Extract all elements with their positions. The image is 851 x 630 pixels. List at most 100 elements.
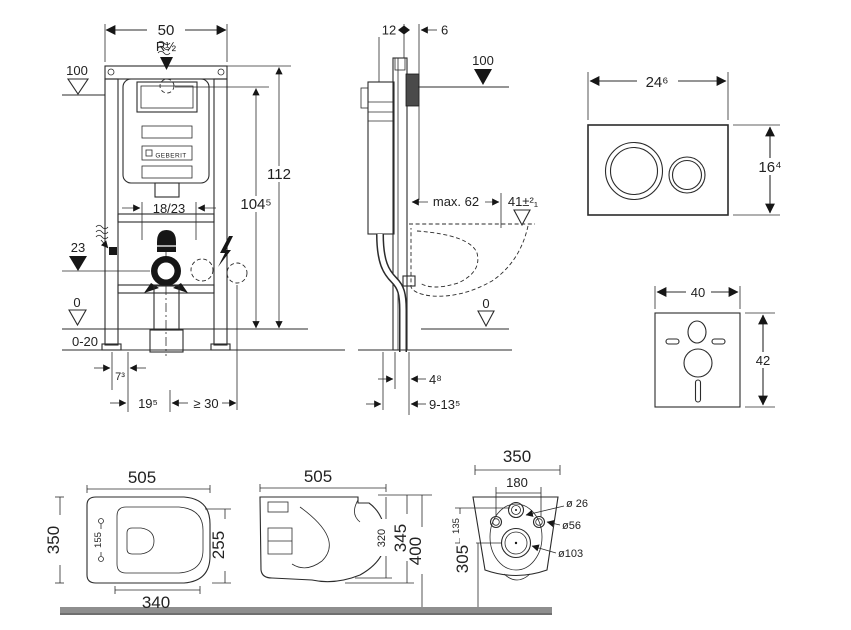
brand-label: GEBERIT bbox=[155, 153, 186, 160]
dim-diameter-small: ø 26 bbox=[566, 498, 588, 510]
brand-checkbox-icon bbox=[145, 149, 153, 157]
screw-icon bbox=[107, 68, 115, 76]
pan-mount-cutout2 bbox=[267, 527, 293, 555]
dim-max-depth: max. 62 bbox=[433, 194, 479, 209]
dim-bg bbox=[379, 519, 392, 556]
pad-top-hole bbox=[687, 320, 707, 344]
fixing-hole-right-inner bbox=[535, 518, 543, 526]
level-marker-open-icon bbox=[477, 310, 495, 328]
dim-v-outlet: 305 bbox=[453, 545, 472, 573]
dim-bg bbox=[237, 196, 275, 212]
wall-mount-plate bbox=[405, 73, 420, 107]
outlet-wing bbox=[173, 283, 188, 293]
dim-frame-height: 112 bbox=[267, 166, 291, 183]
dim-diamond-icon bbox=[398, 25, 410, 35]
dim-bg bbox=[263, 166, 296, 182]
flush-pipe-inner bbox=[377, 233, 406, 352]
dim-foot-depth: 4⁸ bbox=[429, 372, 442, 387]
flush-button-large-inner bbox=[609, 146, 659, 196]
dim-supply-thread: R½ bbox=[156, 39, 176, 54]
dim-bg bbox=[95, 529, 107, 552]
flush-bend-tab bbox=[154, 182, 180, 198]
dim-diameter-large: ø103 bbox=[558, 548, 583, 560]
leader-line bbox=[525, 505, 565, 517]
dim-pad-width: 40 bbox=[691, 285, 705, 300]
dim-bg bbox=[453, 514, 466, 538]
cistern-service-inner bbox=[140, 85, 194, 109]
dim-drain-center: 19⁵ bbox=[138, 396, 158, 411]
dim-pad-height: 42 bbox=[756, 353, 770, 368]
frame-mid-crossbar bbox=[117, 213, 215, 223]
pan-outline-dashed bbox=[410, 225, 529, 297]
flush-plate-view: 24⁶ 16⁴ bbox=[587, 72, 789, 216]
dim-bg bbox=[147, 22, 185, 38]
pad-slot bbox=[665, 338, 680, 345]
pan-bowl-dashed bbox=[416, 230, 479, 288]
floor-bar-shadow bbox=[60, 613, 552, 615]
outlet-ring-bore bbox=[157, 262, 175, 280]
level-zero-label: 0 bbox=[482, 296, 489, 311]
dim-bracket-span: 18/23 bbox=[153, 201, 186, 216]
dim-bg bbox=[51, 515, 68, 565]
inlet-hole-center bbox=[515, 509, 517, 511]
inlet-connector bbox=[157, 230, 176, 252]
level-marker-open-icon bbox=[513, 209, 531, 227]
sound-pad-body bbox=[654, 312, 741, 408]
outlet-wing bbox=[144, 283, 159, 293]
dim-pipe-depth: 9-13⁵ bbox=[429, 397, 460, 412]
dim-v-offset: 135 bbox=[451, 518, 462, 534]
inlet-hole-inner bbox=[511, 505, 521, 515]
dim-pan-h-inner: 320 bbox=[376, 529, 388, 547]
flush-plate-body bbox=[587, 124, 729, 216]
water-supply-icon bbox=[157, 40, 173, 70]
brand-label-box bbox=[141, 145, 193, 161]
level-zero-label: 0 bbox=[73, 295, 80, 310]
cistern-bracket bbox=[360, 87, 369, 109]
frame-left-rail bbox=[104, 78, 119, 346]
pan-side-outline bbox=[259, 496, 387, 583]
pan-top-view: 155 505 350 255 340 bbox=[44, 468, 233, 612]
fixing-hole-right bbox=[532, 515, 546, 529]
pan-rear-view: 350 180 ø 26 ø56 ø103 135 305 bbox=[451, 447, 588, 607]
pan-rear-recess bbox=[489, 503, 543, 571]
pan-water-surface bbox=[126, 527, 155, 555]
pan-mount-cutout bbox=[267, 501, 289, 513]
dim-bg bbox=[751, 158, 789, 175]
dim-wall-gap: 6 bbox=[441, 23, 448, 38]
pad-outlet-hole bbox=[683, 348, 713, 378]
screw-icon bbox=[217, 68, 225, 76]
frame-side-view: 12 6 100 max. 62 41±²₁ 0 4⁸ 9-13⁵ bbox=[358, 22, 539, 415]
dim-rear-width: 350 bbox=[503, 447, 531, 466]
pan-rim-curve bbox=[354, 499, 361, 523]
pan-rear-outline bbox=[472, 496, 559, 576]
dim-floor-adjust: 0-20 bbox=[72, 334, 98, 349]
level-marker-open-icon bbox=[66, 78, 90, 95]
dim-plate-width: 24⁶ bbox=[646, 74, 669, 91]
dim-frame-width: 50 bbox=[158, 22, 175, 39]
water-drain-icon bbox=[95, 224, 117, 255]
option-port-circle bbox=[226, 262, 248, 284]
dim-pan-depth: 350 bbox=[44, 526, 63, 554]
dim-bg bbox=[750, 352, 776, 368]
cistern-body bbox=[122, 78, 210, 184]
level-marker-open-icon bbox=[68, 309, 87, 327]
dim-hole-span: 180 bbox=[506, 475, 528, 490]
electric-flash-icon bbox=[218, 236, 233, 267]
outlet-hole-center bbox=[514, 541, 518, 545]
dim-pan-h-rim: 345 bbox=[391, 524, 410, 552]
pan-top-outline bbox=[86, 496, 211, 584]
dim-rim-height: 41±²₁ bbox=[508, 194, 539, 209]
rail-top-bracket bbox=[394, 57, 406, 71]
level-marker-filled-icon bbox=[474, 69, 492, 85]
fixing-hole bbox=[98, 518, 104, 524]
pan-top-bowl bbox=[116, 506, 204, 574]
pan-inlet-connector bbox=[402, 275, 416, 287]
pad-bottom-slot bbox=[694, 379, 702, 403]
dim-drain-drop: 23 bbox=[71, 240, 85, 255]
fixing-hole-left bbox=[489, 515, 503, 529]
sound-pad-view: 40 42 bbox=[654, 284, 776, 408]
level-marker-filled-icon bbox=[69, 256, 87, 271]
frame-right-rail bbox=[213, 78, 228, 346]
